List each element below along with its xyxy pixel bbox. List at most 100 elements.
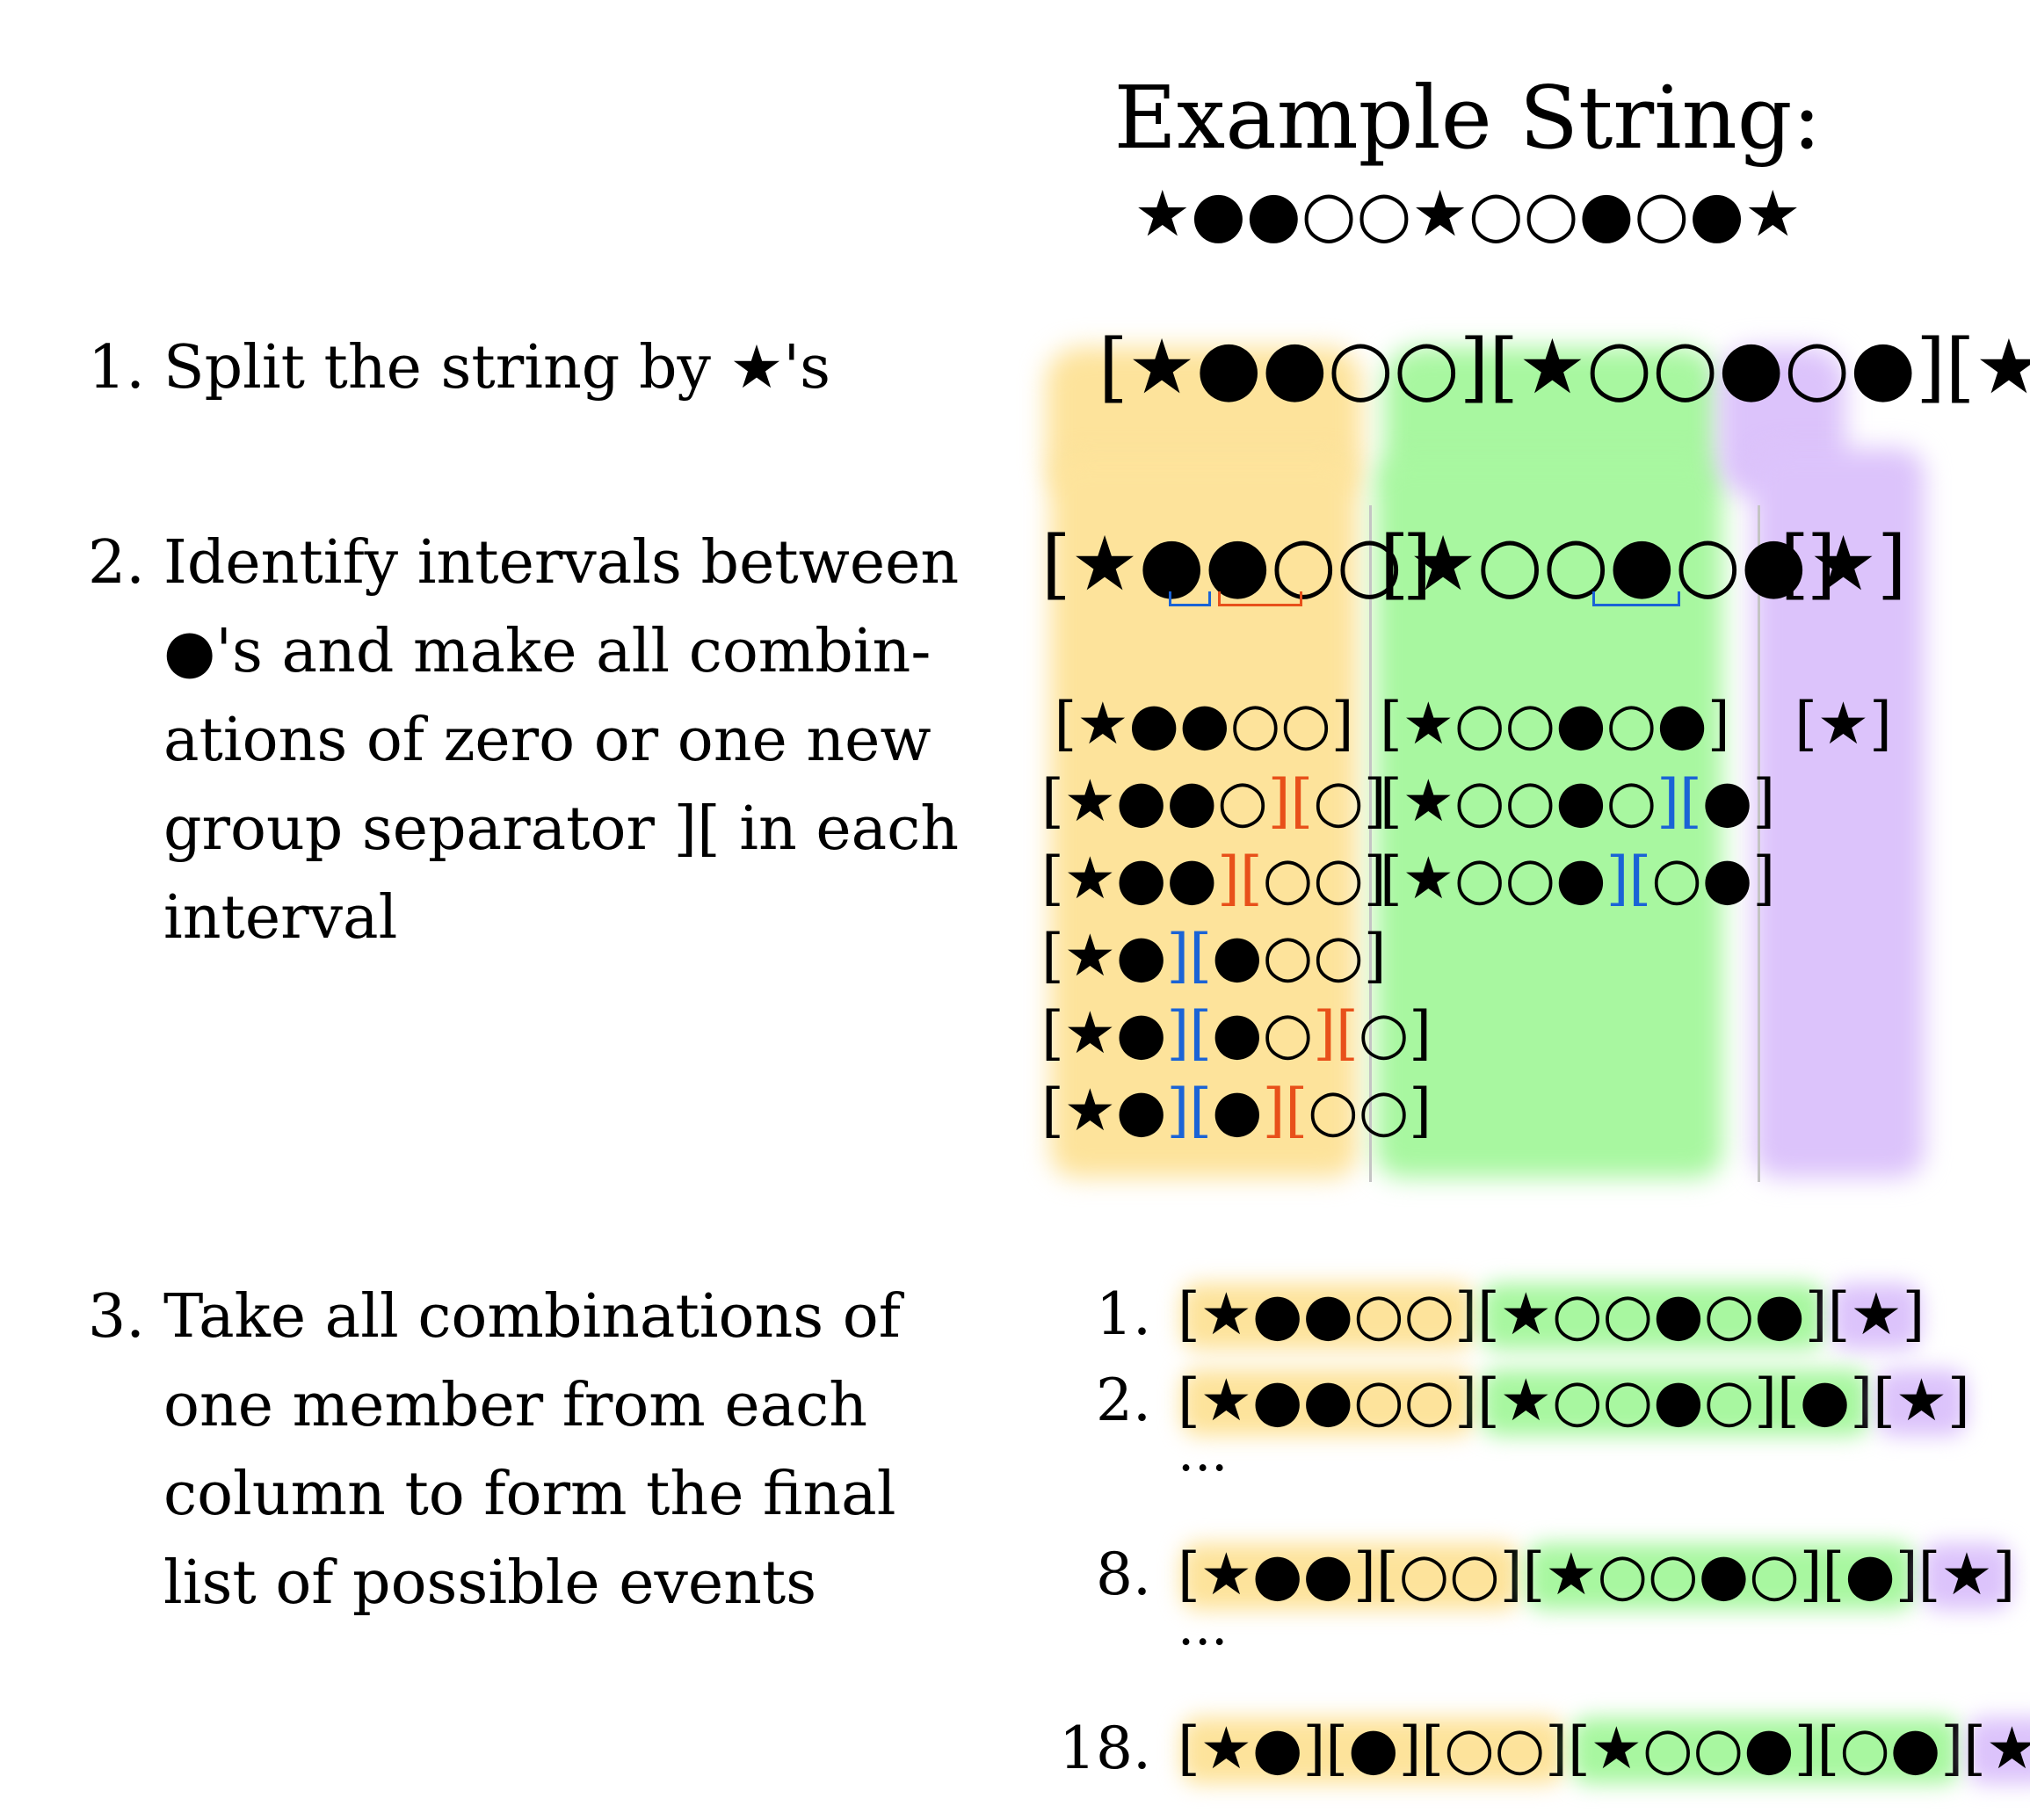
segment-text: [★○○●○][●] bbox=[1477, 1367, 1874, 1434]
segment-text: [★●●○○] bbox=[1178, 1367, 1478, 1434]
result-segment-orange: [★●●][○○] bbox=[1178, 1534, 1523, 1615]
member-text: [★● bbox=[1041, 922, 1167, 990]
segment-glow bbox=[1481, 1369, 1870, 1436]
result-segment-green: [★○○●○][●] bbox=[1477, 1360, 1873, 1441]
member-text: ○○] bbox=[1262, 845, 1387, 912]
result-row: [★●●][○○][★○○●○][●][★] bbox=[1178, 1534, 2015, 1615]
segment-glow bbox=[1181, 1543, 1519, 1610]
result-segment-orange: [★●●○○] bbox=[1178, 1274, 1477, 1355]
step-text: one member from each bbox=[163, 1371, 868, 1440]
segment-glow bbox=[1921, 1543, 2012, 1610]
result-row: [★●●○○][★○○●○●][★] bbox=[1178, 1274, 1925, 1355]
split-group-3: [★] bbox=[1945, 323, 2030, 411]
interval-marker-blue bbox=[1169, 591, 1211, 606]
step-text: ations of zero or one new bbox=[163, 706, 932, 775]
column-separator-1 bbox=[1369, 505, 1372, 1182]
member-text: ●○○] bbox=[1212, 922, 1387, 990]
example-string: ★●●○○★○○●○●★ bbox=[1134, 177, 1802, 250]
step-3: 3. Take all combinations of one member fr… bbox=[88, 1273, 901, 1628]
member-text: [★○○●○●] bbox=[1380, 690, 1730, 758]
split-groups: [★●●○○][★○○●○●][★] bbox=[1098, 323, 2030, 411]
column-member-row: [★●][●○][○] bbox=[1041, 995, 1432, 1072]
segment-text: [★○○●○●] bbox=[1477, 1280, 1828, 1348]
step-text: Identify intervals between bbox=[163, 528, 960, 598]
group-separator: ][ bbox=[1262, 1077, 1309, 1144]
member-text: [★● bbox=[1041, 999, 1167, 1067]
step-text: column to form the final bbox=[163, 1460, 896, 1529]
member-text: ●] bbox=[1701, 767, 1776, 835]
group-separator: ][ bbox=[1606, 845, 1652, 912]
member-text: ● bbox=[1212, 1077, 1263, 1144]
result-number: 8. bbox=[1096, 1541, 1151, 1608]
member-text: [★●● bbox=[1041, 845, 1218, 912]
segment-text: [★○○●][○●] bbox=[1568, 1715, 1964, 1782]
result-number: 1. bbox=[1096, 1280, 1151, 1348]
group-separator: ][ bbox=[1267, 767, 1314, 835]
step-text: interval bbox=[163, 883, 398, 953]
group-separator: ][ bbox=[1166, 922, 1213, 990]
column-member-row: [★●●○○] bbox=[1041, 685, 1367, 763]
result-number: 2. bbox=[1096, 1367, 1151, 1434]
step-number: 2. bbox=[88, 528, 145, 598]
result-segment-green: [★○○●○●] bbox=[1477, 1274, 1828, 1355]
segment-text: [★] bbox=[1827, 1280, 1925, 1348]
member-text: [★● bbox=[1041, 1077, 1167, 1144]
member-text: ○○] bbox=[1308, 1077, 1432, 1144]
column-orange-members: [★●●○○][★●●○][○][★●●][○○][★●][●○○][★●][●… bbox=[1041, 685, 1432, 1149]
member-text: ○] bbox=[1358, 999, 1432, 1067]
member-text: [★○○●○ bbox=[1380, 767, 1657, 835]
column-member-row: [★○○●○●] bbox=[1380, 685, 1730, 763]
segment-text: [★○○●○][●] bbox=[1522, 1541, 1918, 1608]
step-text: list of possible events bbox=[163, 1548, 817, 1618]
segment-glow bbox=[1481, 1283, 1824, 1350]
group-separator: ][ bbox=[1166, 999, 1213, 1067]
column-member-row: [★●][●][○○] bbox=[1041, 1072, 1432, 1149]
column-member-row: [★○○●][○●] bbox=[1380, 840, 1775, 917]
segment-glow bbox=[1181, 1369, 1475, 1436]
member-text: [★●●○ bbox=[1041, 767, 1268, 835]
interval-marker-orange bbox=[1218, 591, 1302, 606]
step-number: 1. bbox=[88, 333, 145, 402]
result-segment-orange: [★●●○○] bbox=[1178, 1360, 1477, 1441]
step-text: Split the string by ★'s bbox=[163, 333, 831, 402]
column-member-row: [★●●○][○] bbox=[1041, 763, 1387, 840]
column-header-orange: [★●●○○] bbox=[1041, 520, 1432, 608]
result-number: 18. bbox=[1059, 1715, 1151, 1782]
step-text: Take all combinations of bbox=[163, 1282, 901, 1352]
group-separator: ][ bbox=[1166, 1077, 1213, 1144]
result-row: [★●●○○][★○○●○][●][★] bbox=[1178, 1360, 1970, 1441]
member-text: ○●] bbox=[1651, 845, 1776, 912]
group-separator: ][ bbox=[1313, 999, 1359, 1067]
column-member-row: [★●●][○○] bbox=[1041, 840, 1387, 917]
segment-text: [★] bbox=[1963, 1715, 2030, 1782]
segment-text: [★●][●][○○] bbox=[1178, 1715, 1569, 1782]
diagram-title: Example String: bbox=[1113, 69, 1822, 169]
result-segment-orange: [★●][●][○○] bbox=[1178, 1708, 1568, 1789]
segment-glow bbox=[1181, 1283, 1475, 1350]
column-green-members: [★○○●○●][★○○●○][●][★○○●][○●] bbox=[1380, 685, 1775, 917]
step-text: group separator ][ in each bbox=[163, 794, 960, 864]
segment-glow bbox=[1571, 1717, 1961, 1784]
step-text: ●'s and make all combin- bbox=[163, 617, 932, 686]
result-segment-purple: [★] bbox=[1873, 1360, 1970, 1441]
member-text: ○] bbox=[1313, 767, 1387, 835]
group-separator: ][ bbox=[1657, 767, 1702, 835]
member-text: [★●●○○] bbox=[1054, 690, 1354, 758]
split-group-2: [★○○●○●] bbox=[1489, 323, 1946, 411]
step-2: 2. Identify intervals between ●'s and mak… bbox=[88, 518, 959, 962]
result-ellipsis: ... bbox=[1178, 1422, 1229, 1483]
segment-glow bbox=[1831, 1283, 1922, 1350]
segment-glow bbox=[1181, 1717, 1565, 1784]
member-text: [★○○● bbox=[1380, 845, 1606, 912]
member-text: ●○ bbox=[1212, 999, 1314, 1067]
column-purple-members: [★] bbox=[1766, 685, 1920, 763]
column-member-row: [★] bbox=[1766, 685, 1920, 763]
segment-glow bbox=[1526, 1543, 1915, 1610]
interval-marker-blue bbox=[1592, 591, 1680, 606]
segment-text: [★] bbox=[1918, 1541, 2016, 1608]
result-segment-purple: [★] bbox=[1918, 1534, 2016, 1615]
result-segment-green: [★○○●][○●] bbox=[1568, 1708, 1963, 1789]
result-segment-purple: [★] bbox=[1963, 1708, 2030, 1789]
step-number: 3. bbox=[88, 1282, 145, 1352]
result-row: [★●][●][○○][★○○●][○●][★] bbox=[1178, 1708, 2030, 1789]
